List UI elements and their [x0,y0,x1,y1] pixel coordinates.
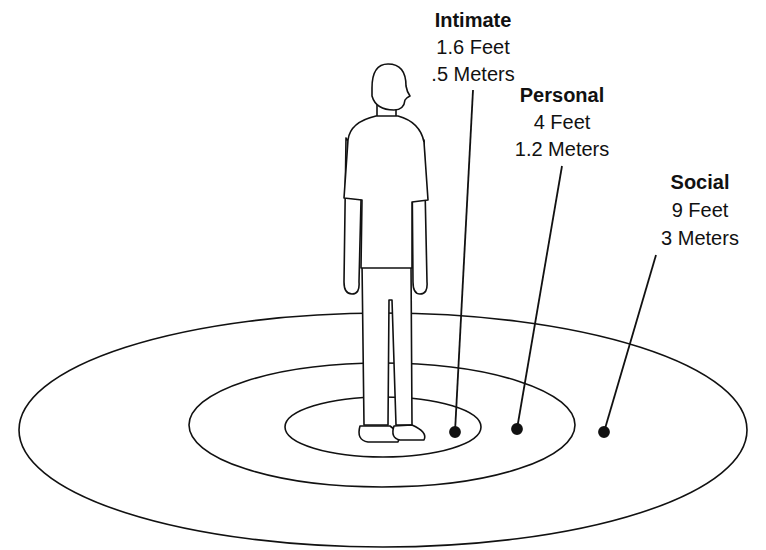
person-foot [393,425,425,440]
leader-dot [450,427,460,437]
standing-person [344,64,428,442]
leader-line [604,255,656,432]
leader-line [455,90,473,432]
zone-distance: 4 Feet [534,110,591,134]
zone-distance: .5 Meters [431,62,514,86]
zone-distance: 3 Meters [661,226,739,250]
leader-line [517,166,562,429]
person-head [372,64,410,110]
zone-name: Intimate [435,8,512,32]
zone-distance: 1.6 Feet [436,35,509,59]
leader-dot [512,424,522,434]
leader-dot [599,427,609,437]
zone-distance: 9 Feet [672,198,729,222]
person-legs [362,262,412,425]
person-shirt [344,116,428,268]
zone-distance: 1.2 Meters [515,137,609,161]
zone-name: Social [671,170,730,194]
zone-name: Personal [520,83,604,107]
